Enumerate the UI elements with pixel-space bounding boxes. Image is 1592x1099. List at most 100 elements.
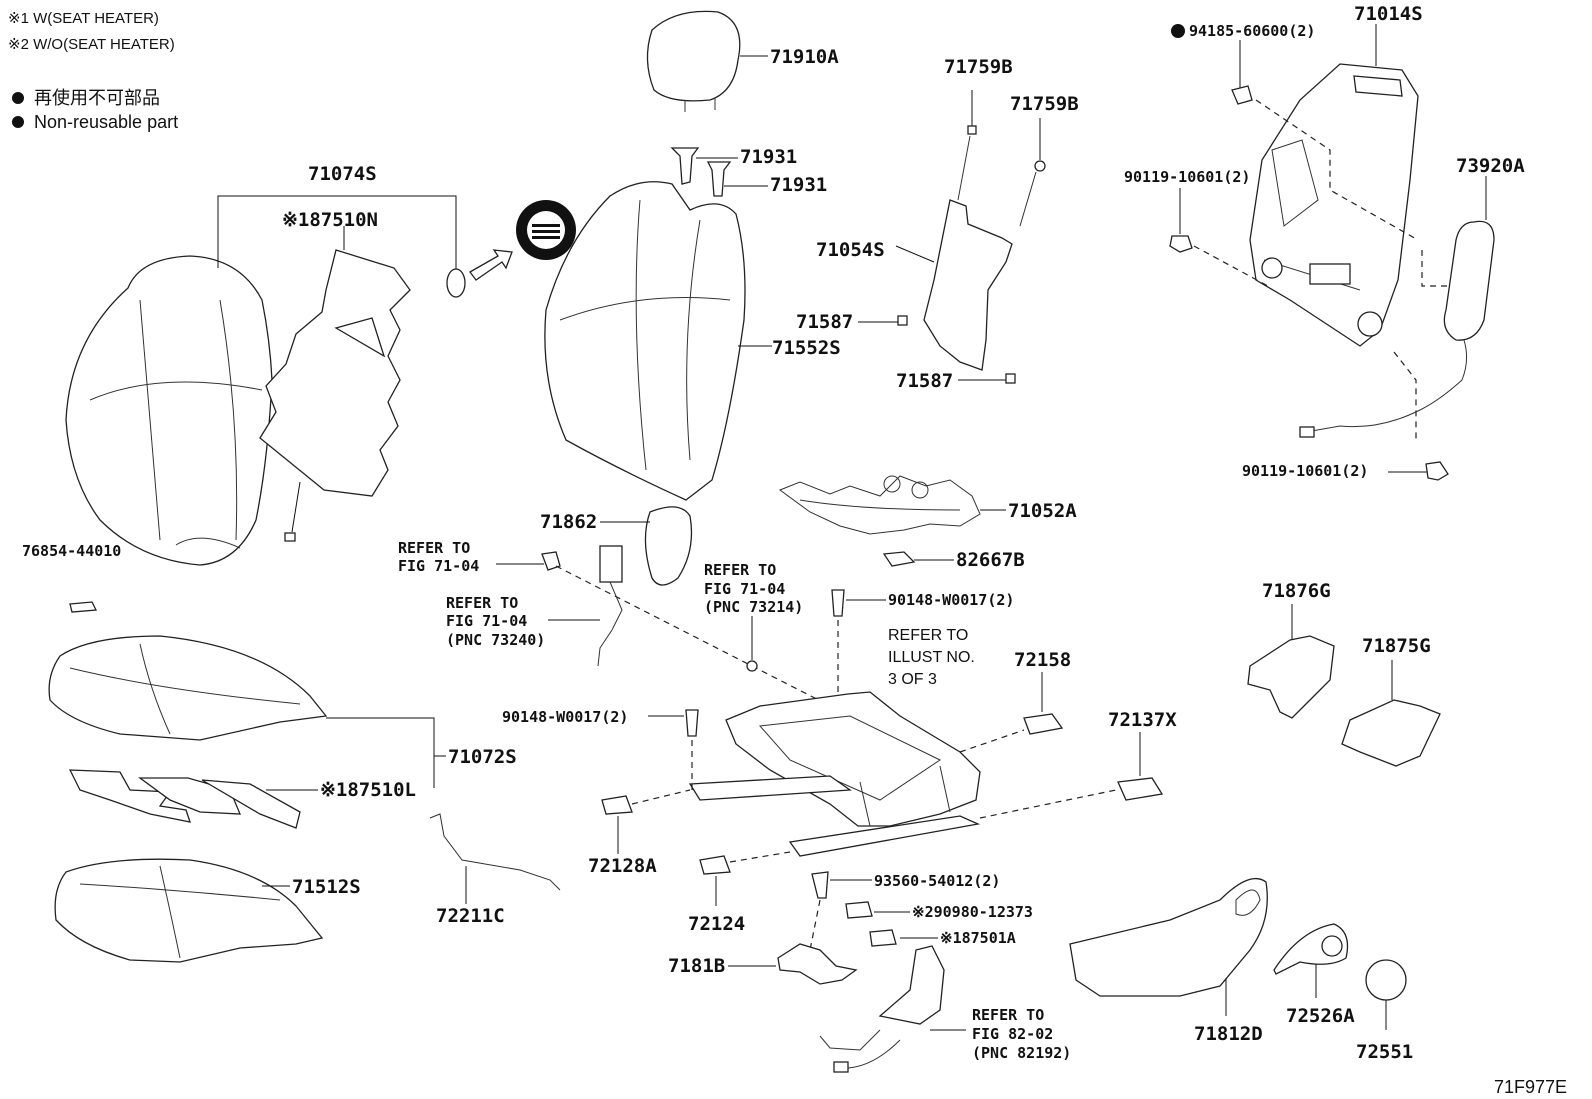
- part-label-71074s: 71074S: [308, 163, 377, 185]
- connector-icon: [1299, 426, 1315, 438]
- washer-icon: [746, 660, 758, 672]
- seat-heater-cushion-drawing: [68, 769, 301, 829]
- seat-heater-back-drawing: [259, 249, 411, 542]
- track-cover-icon: [1117, 777, 1164, 801]
- seat-cushion-pad-drawing: [54, 858, 324, 963]
- side-shield-drawing: [1069, 877, 1268, 997]
- part-label-71587-a: 71587: [796, 311, 853, 333]
- side-airbag-drawing: [1443, 220, 1495, 341]
- part-label-73920a: 73920A: [1456, 155, 1525, 177]
- part-label-71759b-b: 71759B: [1010, 93, 1079, 115]
- legend-nonreusable-jp: 再使用不可部品: [34, 88, 160, 108]
- track-cover-icon: [1023, 713, 1064, 735]
- direction-arrow-icon: [469, 249, 513, 281]
- side-airbag-cover-drawing: [644, 506, 693, 586]
- part-label-71910a: 71910A: [770, 46, 839, 68]
- assembly-dashed-line: [979, 789, 1117, 819]
- bolt-icon: [831, 589, 845, 617]
- part-label-71052a: 71052A: [1008, 500, 1077, 522]
- seatbelt-buckle-drawing: [597, 545, 623, 667]
- side-shield-detail: [1235, 889, 1261, 916]
- bracket-line: [326, 717, 435, 788]
- bracket-line: [217, 195, 457, 270]
- assembly-dashed-line: [1193, 245, 1269, 287]
- part-label-7181b: 7181B: [668, 955, 725, 977]
- part-label-71759b-a: 71759B: [944, 56, 1013, 78]
- bolt-icon: [1169, 235, 1193, 253]
- part-label-71054s: 71054S: [816, 239, 885, 261]
- legend-note-no-seat-heater: ※2 W/O(SEAT HEATER): [8, 36, 175, 53]
- part-label-72158: 72158: [1014, 649, 1071, 671]
- part-label-71014s: 71014S: [1354, 3, 1423, 25]
- part-label-71876g: 71876G: [1262, 580, 1331, 602]
- part-label-90148-w0017-b: 90148-W0017(2): [502, 708, 628, 726]
- refer-note-2-line-3: (PNC 73240): [446, 631, 545, 649]
- part-label-71812d: 71812D: [1194, 1023, 1263, 1045]
- install-direction-icon: [516, 200, 576, 260]
- refer-note-4-line-1: REFER TO: [972, 1006, 1044, 1024]
- clip-icon: [69, 601, 98, 613]
- assembly-dashed-line: [555, 565, 851, 717]
- leader-line: [895, 245, 935, 263]
- bolt-icon: [1425, 461, 1449, 481]
- part-label-72137x: 72137X: [1108, 709, 1177, 731]
- assembly-dashed-line: [631, 789, 691, 805]
- assembly-dashed-line: [1393, 351, 1417, 440]
- lumbar-support-drawing: [923, 90, 1046, 371]
- part-label-71072s: 71072S: [448, 746, 517, 768]
- nut-icon: [1231, 85, 1253, 105]
- heater-switch-icon: [869, 929, 897, 947]
- part-label-71587-b: 71587: [896, 370, 953, 392]
- seatback-frame-drawing: [1249, 63, 1419, 347]
- bracket-drawing: [777, 943, 858, 985]
- part-label-90980-12373: ※290980-12373: [912, 903, 1033, 921]
- seat-cover-bracket-drawing: [1341, 699, 1441, 767]
- assembly-dashed-line: [1255, 99, 1419, 241]
- seatback-pad-drawing: [544, 181, 746, 501]
- seat-spring-drawing: [778, 475, 981, 535]
- track-cover-icon: [699, 855, 731, 875]
- wire-harness-drawing: [819, 945, 945, 1073]
- seat-track-frame-drawing: [688, 691, 981, 857]
- seat-cover-bracket-drawing: [1247, 635, 1335, 719]
- refer-note-1-line-1: REFER TO: [398, 539, 470, 557]
- refer-note-4-line-3: (PNC 82192): [972, 1044, 1071, 1062]
- part-label-72551: 72551: [1356, 1041, 1413, 1063]
- seatback-cover-drawing: [65, 255, 273, 566]
- cap-icon: [1365, 959, 1407, 1001]
- nonreusable-dot-icon: [12, 116, 24, 128]
- nonreusable-dot-icon: [1171, 24, 1185, 38]
- part-label-87501a: ※187501A: [940, 929, 1016, 947]
- illust-note-line-3: 3 OF 3: [888, 671, 937, 688]
- part-label-72124: 72124: [688, 913, 745, 935]
- assembly-dashed-line: [729, 851, 791, 863]
- refer-note-2-line-1: REFER TO: [446, 594, 518, 612]
- track-cover-icon: [601, 795, 633, 815]
- part-label-90119-b: 90119-10601(2): [1242, 462, 1368, 480]
- legend: ※1 W(SEAT HEATER) ※2 W/O(SEAT HEATER) 再使…: [8, 10, 178, 132]
- part-label-93560-54012: 93560-54012(2): [874, 872, 1000, 890]
- headrest-guide-drawing: [670, 147, 732, 197]
- assembly-dashed-line: [1421, 250, 1450, 287]
- illust-note-line-2: ILLUST NO.: [888, 649, 975, 666]
- assembly-dashed-line: [959, 729, 1025, 753]
- part-label-76854-44010: 76854-44010: [22, 542, 121, 560]
- connector-icon: [845, 901, 873, 919]
- seat-cushion-cover-drawing: [48, 635, 328, 741]
- part-label-72211c: 72211C: [436, 905, 505, 927]
- part-label-72128a: 72128A: [588, 855, 657, 877]
- part-label-71931-b: 71931: [770, 174, 827, 196]
- clip-icon: [1005, 373, 1016, 384]
- airbag-wire: [1305, 339, 1468, 433]
- rod-drawing: [429, 813, 561, 891]
- bushing-icon: [541, 551, 561, 571]
- bolt-icon: [811, 871, 829, 899]
- refer-note-3-line-3: (PNC 73214): [704, 598, 803, 616]
- part-label-94185-60600: 94185-60600(2): [1189, 22, 1315, 40]
- legend-nonreusable-en: Non-reusable part: [34, 112, 178, 132]
- bolt-icon: [685, 709, 699, 737]
- illust-note-line-1: REFER TO: [888, 627, 968, 644]
- refer-note-3-line-1: REFER TO: [704, 561, 776, 579]
- part-label-71875g: 71875G: [1362, 635, 1431, 657]
